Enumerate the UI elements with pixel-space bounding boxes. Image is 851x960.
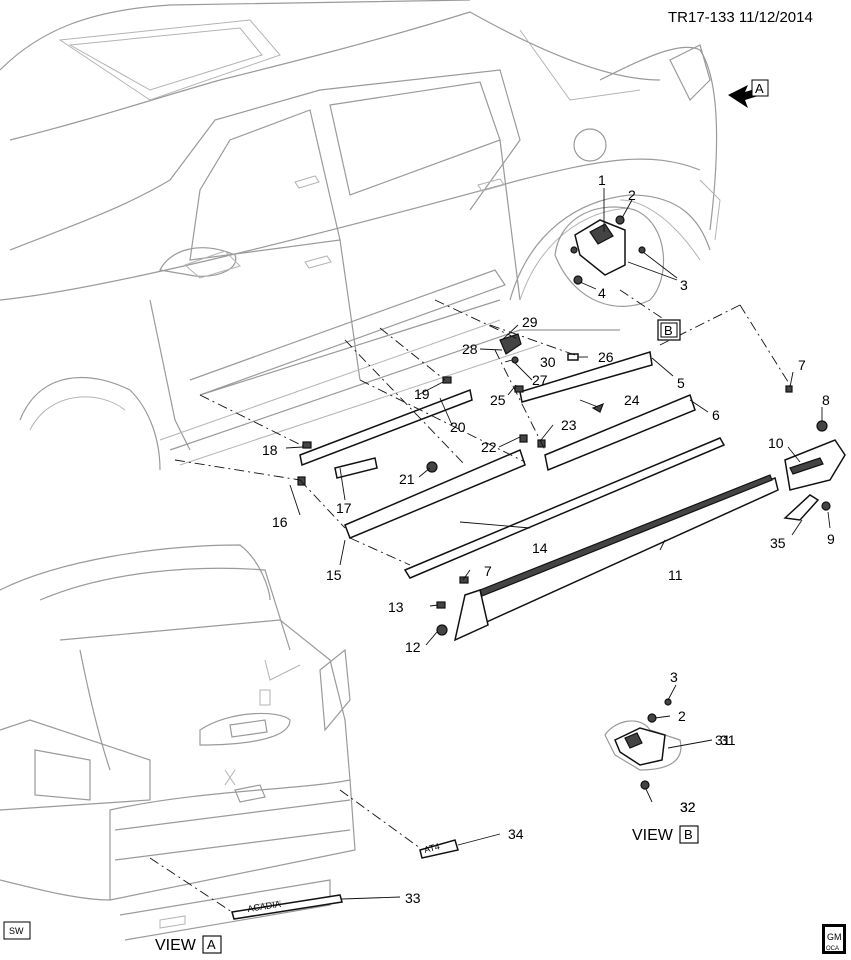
callout-17: 17 <box>336 500 352 516</box>
callout-19: 19 <box>414 386 430 402</box>
sw-corner-mark: SW <box>3 921 31 940</box>
view-a-arrow-marker: A <box>728 79 769 108</box>
callout-5: 5 <box>677 375 685 391</box>
view-b-label: VIEW B <box>632 825 699 844</box>
view-a-label: VIEW A <box>155 935 222 954</box>
view-a-label-text: VIEW <box>155 937 197 954</box>
callout-26: 26 <box>598 349 614 365</box>
callout-4: 4 <box>598 285 606 301</box>
callout-25: 25 <box>490 392 506 408</box>
view-b-callout-31: 31 <box>720 732 736 748</box>
side-moldings <box>299 351 846 642</box>
callout-31: 31 <box>715 732 731 748</box>
callout-9: 9 <box>827 531 835 547</box>
callout-2: 2 <box>628 187 636 203</box>
callout-7: 7 <box>798 357 806 373</box>
view-b-callouts: 3 2 31 32 <box>670 669 736 815</box>
view-b-box-letter: B <box>664 323 673 338</box>
view-a-marker-letter: A <box>755 81 764 96</box>
dashed-association-lines <box>149 289 791 913</box>
view-b-inset-upper <box>554 206 665 307</box>
view-b-detail <box>604 698 682 790</box>
callout-1: 1 <box>598 172 606 188</box>
callout-24: 24 <box>624 392 640 408</box>
at4-badge-lettering: AT4 <box>423 841 441 855</box>
view-b-callout-2: 2 <box>678 708 686 724</box>
header-ref: TR17-133 11/12/2014 <box>668 9 813 26</box>
view-b-box-marker: B <box>657 319 681 341</box>
callout-6: 6 <box>712 407 720 423</box>
callout-29: 29 <box>522 314 538 330</box>
view-b-label-text: VIEW <box>632 827 674 844</box>
view-b-callout-3: 3 <box>670 669 678 685</box>
callout-11: 11 <box>668 567 683 583</box>
sw-mark-text: SW <box>9 926 24 936</box>
callout-35: 35 <box>770 535 786 551</box>
gm-logo-bottom: OCA <box>826 946 839 952</box>
gm-logo: GM OCA <box>822 924 846 954</box>
vehicle-rear-view <box>0 544 356 941</box>
callout-20: 20 <box>450 419 466 435</box>
callout-7b: 7 <box>484 563 492 579</box>
view-b-label-letter: B <box>684 827 693 842</box>
leader-lines <box>285 188 831 900</box>
callout-32: 32 <box>680 799 696 815</box>
callout-33: 33 <box>405 890 421 906</box>
callout-10: 10 <box>768 435 784 451</box>
callout-13: 13 <box>388 599 404 615</box>
callout-3: 3 <box>680 277 688 293</box>
rear-emblems <box>231 839 459 920</box>
callout-34: 34 <box>508 826 524 842</box>
callout-22: 22 <box>481 439 497 455</box>
callout-18: 18 <box>262 442 278 458</box>
callout-numbers: 1 2 3 4 5 6 7 7 8 9 10 11 12 13 14 15 16… <box>262 172 835 906</box>
callout-23: 23 <box>561 417 577 433</box>
callout-8: 8 <box>822 392 830 408</box>
view-b-callout-32: 32 <box>680 799 696 815</box>
callout-28: 28 <box>462 341 478 357</box>
callout-16: 16 <box>272 514 288 530</box>
callout-30: 30 <box>540 354 556 370</box>
gm-logo-top: GM <box>827 932 842 942</box>
callout-14: 14 <box>532 540 548 556</box>
view-a-label-letter: A <box>207 937 216 952</box>
callout-12: 12 <box>405 639 421 655</box>
callout-27: 27 <box>532 372 548 388</box>
callout-21: 21 <box>399 471 415 487</box>
vehicle-body-side <box>0 0 721 471</box>
callout-15: 15 <box>326 567 342 583</box>
